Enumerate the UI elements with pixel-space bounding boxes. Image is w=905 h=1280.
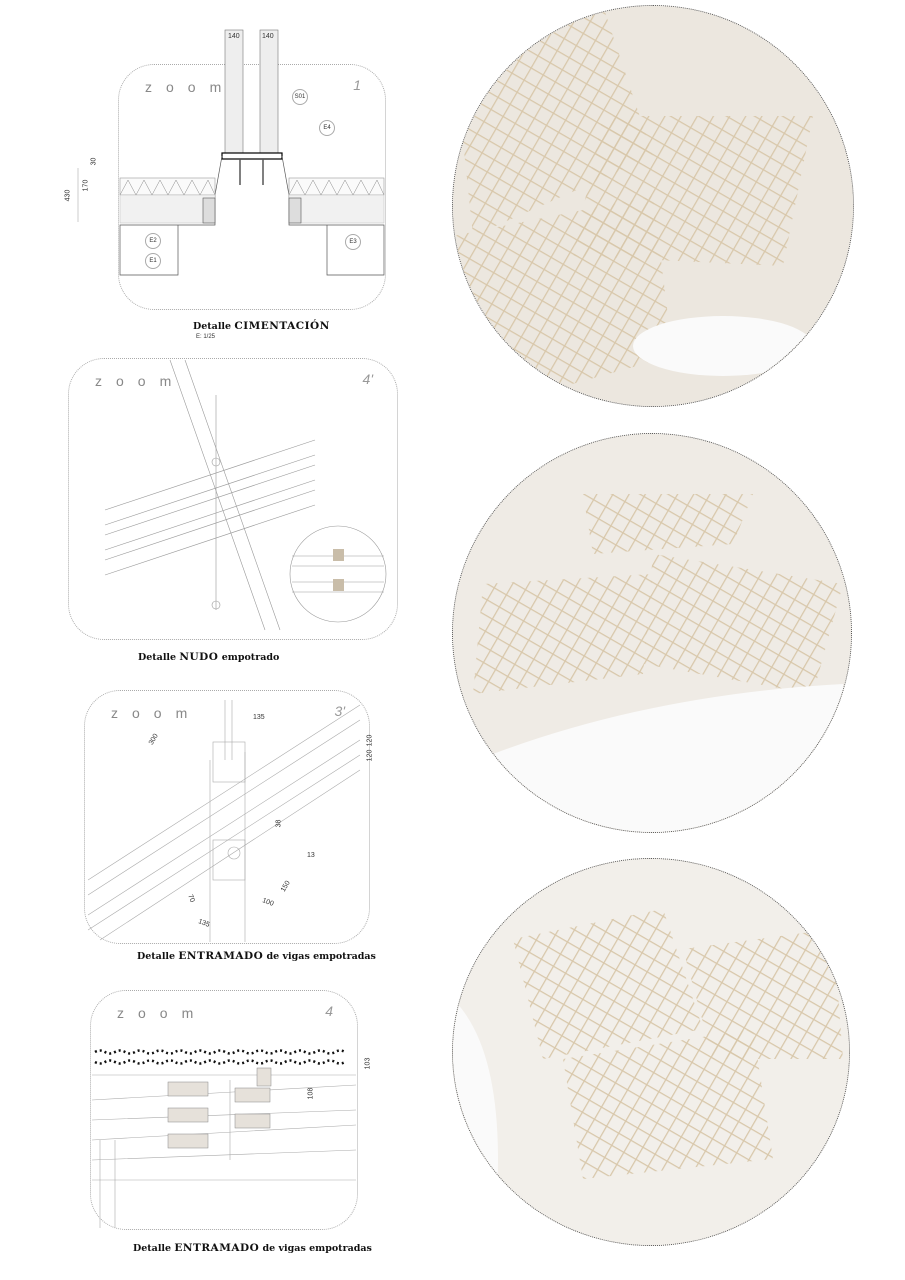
dim-label: 140 bbox=[228, 33, 240, 40]
detail-panel-frame-2: zoom 4 bbox=[90, 990, 358, 1230]
lattice-model-image bbox=[453, 6, 853, 406]
tag-e1: E1 bbox=[145, 253, 161, 269]
scale-label: E: 1/25 bbox=[196, 334, 216, 340]
tag-e2: E2 bbox=[145, 233, 161, 249]
dim-label: 103 bbox=[364, 1057, 372, 1070]
detail-number: 4' bbox=[362, 371, 373, 387]
lattice-model-image bbox=[453, 434, 851, 832]
detail-panel-frame: zoom 3' bbox=[84, 690, 370, 944]
caption-frame-1: Detalle ENTRAMADO de vigas empotradas bbox=[137, 950, 376, 962]
detail-panel-foundation: zoom 1 bbox=[118, 64, 386, 310]
tag-e4: E4 bbox=[319, 120, 335, 136]
zoom-label: zoom bbox=[117, 1005, 208, 1021]
zoom-label: zoom bbox=[95, 373, 186, 389]
lattice-model-image bbox=[453, 859, 849, 1245]
detail-number: 4 bbox=[325, 1003, 333, 1019]
dim-label: 108 bbox=[307, 1087, 315, 1100]
tag-e3: E3 bbox=[345, 234, 361, 250]
model-photo-2 bbox=[452, 433, 852, 833]
dim-label: 13 bbox=[307, 852, 315, 859]
caption-frame-2: Detalle ENTRAMADO de vigas empotradas bbox=[133, 1242, 372, 1254]
zoom-label: zoom bbox=[145, 79, 236, 95]
caption-joint: Detalle NUDO empotrado bbox=[138, 651, 280, 663]
detail-number: 1 bbox=[353, 77, 361, 93]
detail-number: 3' bbox=[334, 703, 345, 719]
dim-label: 140 bbox=[262, 33, 274, 40]
detail-panel-joint: zoom 4' bbox=[68, 358, 398, 640]
tag-s01: S01 bbox=[292, 89, 308, 105]
dim-label: 135 bbox=[253, 714, 265, 721]
model-photo-3 bbox=[452, 858, 850, 1246]
caption-foundation: Detalle CIMENTACIÓN bbox=[193, 320, 330, 332]
zoom-label: zoom bbox=[111, 705, 202, 721]
model-photo-1 bbox=[452, 5, 854, 407]
